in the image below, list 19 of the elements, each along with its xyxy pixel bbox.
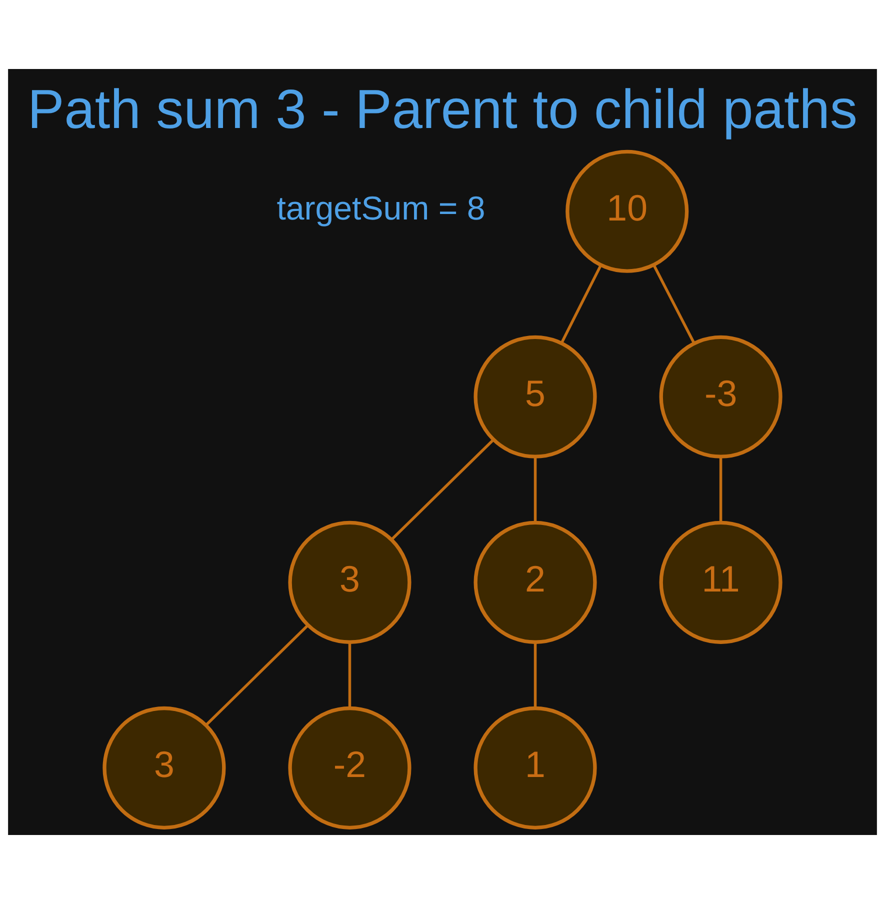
- label: targetSum = 8: [276, 190, 486, 227]
- node-circle: 10: [566, 149, 689, 272]
- node-circle: 3: [102, 706, 226, 829]
- connector: [534, 642, 537, 708]
- node-circle: 11: [659, 520, 782, 644]
- node-circle: 5: [474, 334, 597, 458]
- connector: [534, 456, 537, 522]
- node-circle: 1: [474, 706, 597, 829]
- connector: [719, 456, 722, 522]
- connector: [390, 438, 494, 540]
- connector: [652, 264, 696, 344]
- node-circle: 3: [288, 520, 412, 644]
- connector: [560, 264, 602, 344]
- connector: [348, 642, 352, 708]
- node-circle: -3: [659, 334, 782, 458]
- connector: [205, 624, 309, 726]
- node-circle: -2: [288, 706, 412, 829]
- diagram-title: Path sum 3 - Parent to child paths: [28, 77, 858, 140]
- node-circle: 2: [474, 520, 597, 644]
